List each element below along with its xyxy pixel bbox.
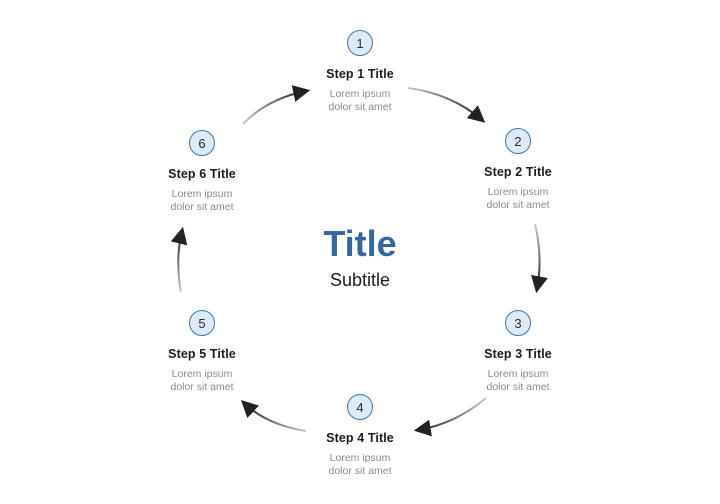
- step-3-number-badge: 3: [505, 310, 531, 336]
- step-4: 4 Step 4 Title Lorem ipsum dolor sit ame…: [290, 394, 430, 478]
- step-4-number-badge: 4: [347, 394, 373, 420]
- step-2-number: 2: [514, 133, 522, 149]
- step-6-number: 6: [198, 135, 206, 151]
- step-1-description-line-2: dolor sit amet: [328, 101, 392, 113]
- step-1-title: Step 1 Title: [326, 67, 394, 81]
- step-4-description-line-2: dolor sit amet: [328, 465, 392, 477]
- step-5-description-line-2: dolor sit amet: [170, 381, 234, 393]
- step-1-description: Lorem ipsum dolor sit amet: [290, 88, 430, 114]
- step-5-number-badge: 5: [189, 310, 215, 336]
- step-5-title: Step 5 Title: [168, 347, 236, 361]
- step-5-description-line-1: Lorem ipsum: [171, 368, 233, 380]
- step-3-description-line-1: Lorem ipsum: [487, 368, 549, 380]
- step-3: 3 Step 3 Title Lorem ipsum dolor sit ame…: [448, 310, 588, 394]
- step-6-description-line-1: Lorem ipsum: [171, 188, 233, 200]
- step-5-description: Lorem ipsum dolor sit amet: [132, 368, 272, 394]
- step-2-description-line-1: Lorem ipsum: [487, 186, 549, 198]
- step-6: 6 Step 6 Title Lorem ipsum dolor sit ame…: [132, 130, 272, 214]
- step-3-description: Lorem ipsum dolor sit amet: [448, 368, 588, 394]
- step-3-number: 3: [514, 315, 522, 331]
- step-5-number: 5: [198, 315, 206, 331]
- step-4-title: Step 4 Title: [326, 431, 394, 445]
- step-4-number: 4: [356, 399, 364, 415]
- step-1: 1 Step 1 Title Lorem ipsum dolor sit ame…: [290, 30, 430, 114]
- step-4-description-line-1: Lorem ipsum: [329, 452, 391, 464]
- step-6-description: Lorem ipsum dolor sit amet: [132, 188, 272, 214]
- step-3-title: Step 3 Title: [484, 347, 552, 361]
- step-6-title: Step 6 Title: [168, 167, 236, 181]
- diagram-title: Title: [323, 223, 397, 264]
- step-2-description-line-2: dolor sit amet: [486, 199, 550, 211]
- step-1-number: 1: [356, 35, 364, 51]
- step-2-number-badge: 2: [505, 128, 531, 154]
- step-2: 2 Step 2 Title Lorem ipsum dolor sit ame…: [448, 128, 588, 212]
- step-1-description-line-1: Lorem ipsum: [329, 88, 391, 100]
- step-1-number-badge: 1: [347, 30, 373, 56]
- step-2-title: Step 2 Title: [484, 165, 552, 179]
- step-4-description: Lorem ipsum dolor sit amet: [290, 452, 430, 478]
- step-2-description: Lorem ipsum dolor sit amet: [448, 186, 588, 212]
- diagram-subtitle: Subtitle: [329, 270, 391, 290]
- step-6-description-line-2: dolor sit amet: [170, 201, 234, 213]
- step-5: 5 Step 5 Title Lorem ipsum dolor sit ame…: [132, 310, 272, 394]
- step-3-description-line-2: dolor sit amet: [486, 381, 550, 393]
- step-6-number-badge: 6: [189, 130, 215, 156]
